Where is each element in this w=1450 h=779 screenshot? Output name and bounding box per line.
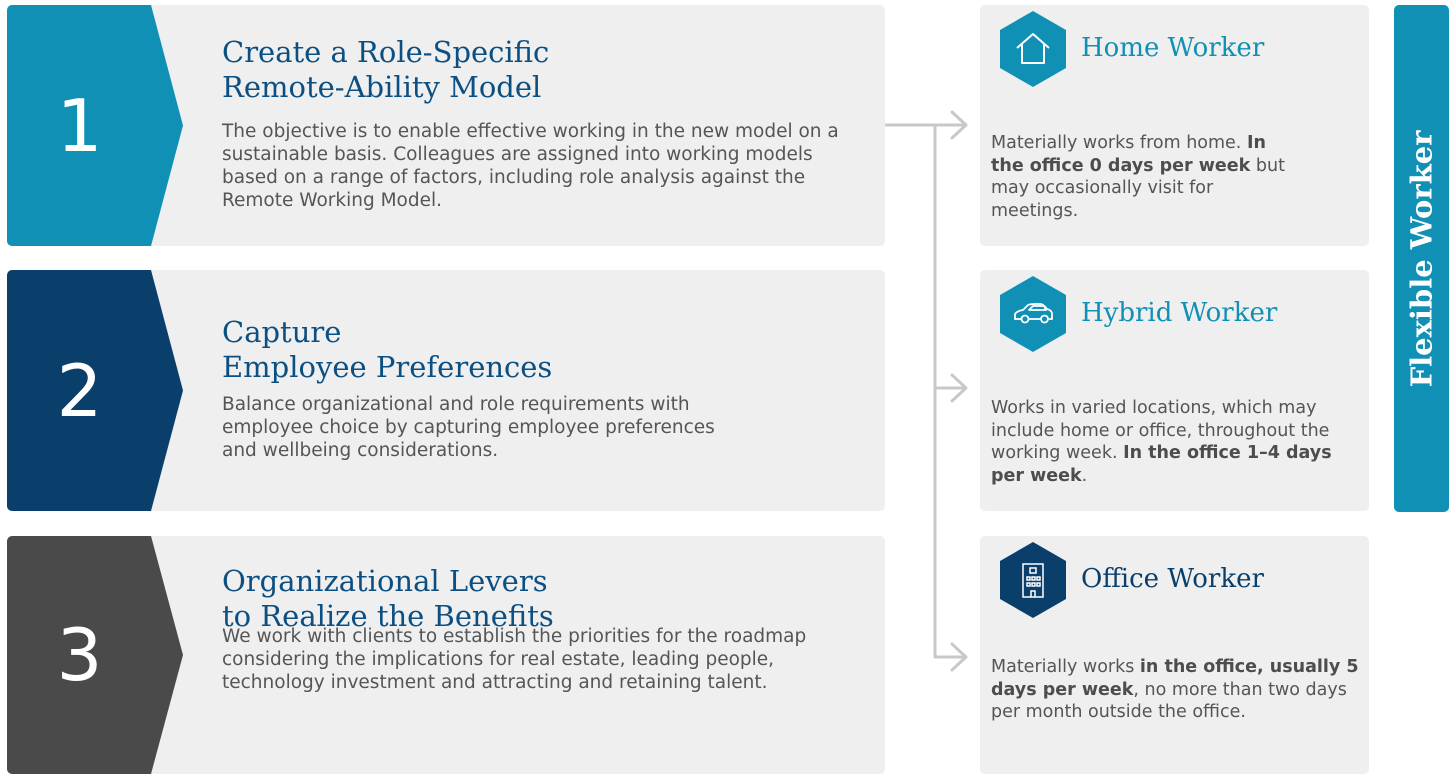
office-worker-title: Office Worker <box>1081 564 1264 594</box>
hybrid-worker-description: Works in varied locations, which may inc… <box>991 398 1332 486</box>
hybrid-worker-title: Hybrid Worker <box>1081 298 1278 328</box>
home-worker-card: Home Worker Materially works from home. … <box>980 5 1369 246</box>
office-building-icon <box>1022 563 1044 598</box>
step-2-panel: 2 Capture Employee Preferences Balance o… <box>7 270 885 511</box>
flexible-worker-bar: Flexible Worker <box>1394 5 1449 512</box>
step-3-title: Organizational Levers to Realize the Ben… <box>222 564 554 633</box>
step-3-description: We work with clients to establish the pr… <box>222 626 807 693</box>
hybrid-worker-hexagon <box>1000 276 1066 352</box>
step-3-badge <box>7 536 183 774</box>
step-3-number: 3 <box>56 613 103 697</box>
step-1-panel: 1 Create a Role-Specific Remote-Ability … <box>7 5 885 246</box>
home-worker-hexagon <box>1000 11 1066 87</box>
house-icon <box>1016 33 1050 64</box>
arrowhead-office <box>950 642 968 672</box>
step-1-title: Create a Role-Specific Remote-Ability Mo… <box>222 35 550 104</box>
home-worker-description: Materially works from home. In the offic… <box>991 133 1285 221</box>
step-2-title: Capture Employee Preferences <box>222 315 553 384</box>
home-worker-title: Home Worker <box>1081 33 1265 63</box>
arrowhead-hybrid <box>950 373 968 403</box>
step-1-description: The objective is to enable effective wor… <box>222 121 839 211</box>
hybrid-worker-card: Hybrid Worker Works in varied locations,… <box>980 270 1369 511</box>
car-icon <box>1014 303 1053 324</box>
step-2-description: Balance organizational and role requirem… <box>222 394 715 461</box>
step-3-panel: 3 Organizational Levers to Realize the B… <box>7 536 885 774</box>
step-2-badge <box>7 270 183 511</box>
step-1-number: 1 <box>56 83 103 168</box>
office-worker-description: Materially works in the office, usually … <box>991 657 1359 722</box>
flexible-worker-label: Flexible Worker <box>1404 130 1439 387</box>
office-worker-card: Office Worker Materially works in the of… <box>980 536 1369 774</box>
step-1-badge <box>7 5 183 246</box>
arrowhead-home <box>950 110 968 140</box>
office-worker-hexagon <box>1000 542 1066 618</box>
step-2-number: 2 <box>56 348 103 433</box>
